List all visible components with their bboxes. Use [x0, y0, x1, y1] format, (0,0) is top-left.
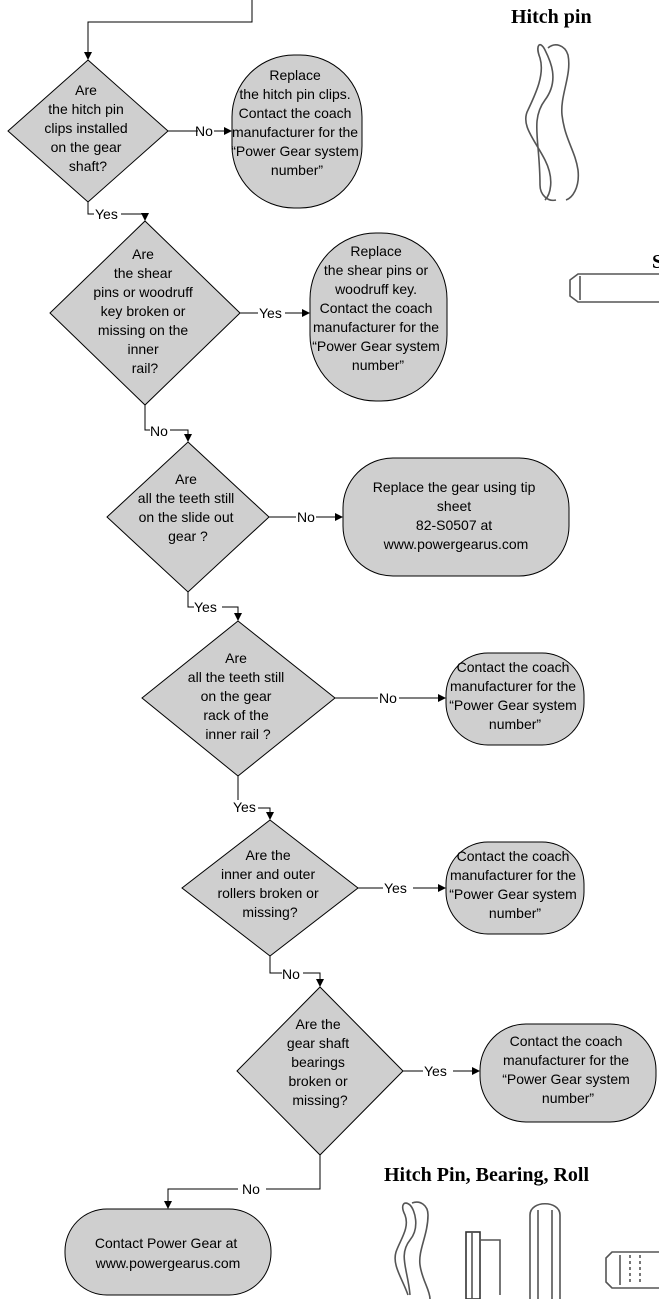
roller-illustration — [529, 1202, 561, 1299]
connector-d3-no-label: No — [297, 509, 315, 525]
action-contact-coach-5-text: Contact the coach manufacturer for the “… — [449, 848, 580, 921]
connector-d3-no-arrow — [335, 513, 343, 521]
action-contact-coach-5 — [445, 841, 585, 935]
action-contact-coach-4-text: Contact the coach manufacturer for the “… — [449, 659, 580, 732]
connector-d2-no-label: No — [150, 423, 168, 439]
connector-d6-no-a — [266, 1155, 321, 1190]
connector-d2-no-a — [144, 405, 150, 431]
decision-gear-shaft-bearings — [236, 986, 404, 1156]
action-replace-shear-pins-text: Replace the shear pins or woodruff key. … — [312, 243, 443, 373]
action-contact-coach-6-text: Contact the coach manufacturer for the “… — [502, 1033, 633, 1106]
decision-rollers-text: Are the inner and outer rollers broken o… — [217, 847, 322, 920]
parts-header: Hitch Pin, Bearing, Roll — [384, 1164, 589, 1186]
connector-d1-yes-arrow — [141, 213, 149, 221]
connector-d3-yes-label: Yes — [194, 599, 217, 615]
decision-hitch-pin-clips-text: Are the hitch pin clips installed on the… — [44, 82, 131, 174]
action-contact-power-gear — [64, 1208, 272, 1296]
connector-d6-yes-arrow — [472, 1067, 480, 1075]
connector-d2-no-arrow — [184, 434, 192, 442]
decision-gear-rack-teeth-text: Are all the teeth still on the gear rack… — [188, 650, 288, 742]
connector-d2-yes-arrow — [302, 309, 310, 317]
connector-d4-no-label: No — [379, 690, 397, 706]
connector-d5-yes-label: Yes — [384, 880, 407, 896]
decision-slide-out-gear-teeth-text: Are all the teeth still on the slide out… — [138, 471, 238, 544]
action-contact-power-gear-text: Contact Power Gear at www.powergearus.co… — [95, 1235, 242, 1271]
action-replace-shear-pins — [309, 232, 448, 402]
action-replace-gear-tip-sheet — [342, 457, 570, 577]
connector-d4-no-arrow — [438, 694, 446, 702]
connector-d6-yes-label: Yes — [424, 1063, 447, 1079]
connector-d5-yes-arrow — [438, 884, 446, 892]
connector-d1-yes-a — [87, 202, 94, 215]
bottom-hitch-pin-illustration — [394, 1201, 431, 1299]
connector-d5-no-a — [269, 956, 282, 974]
decision-shear-pins-text: Are the shear pins or woodruff key broke… — [93, 246, 196, 376]
entry-connector — [87, 0, 253, 55]
hitch-pin-header: Hitch pin — [511, 6, 592, 28]
connector-d5-no-label: No — [282, 966, 300, 982]
connector-d4-yes-arrow — [266, 812, 274, 820]
action-replace-hitch-pin-clips — [231, 54, 363, 209]
connector-d6-no-label: No — [242, 1181, 260, 1197]
decision-gear-shaft-bearings-text: Are the gear shaft bearings broken or mi… — [287, 1016, 353, 1108]
shear-pin-illustration — [569, 273, 659, 303]
connector-d6-no-b — [167, 1188, 238, 1203]
connector-d5-no-b — [303, 972, 321, 981]
connector-d1-no-arrow — [224, 127, 232, 135]
connector-d2-yes-label: Yes — [259, 305, 282, 321]
connector-d3-yes-arrow — [234, 613, 242, 621]
connector-d3-yes-b — [222, 606, 239, 615]
connector-d1-no-label: No — [195, 123, 213, 139]
connector-d1-yes-label: Yes — [95, 206, 118, 222]
connector-d3-yes-a — [187, 592, 194, 608]
connector-d5-no-arrow — [316, 979, 324, 987]
connector-d1-yes-b — [121, 213, 146, 217]
connector-d6-no-arrow — [164, 1201, 172, 1209]
hitch-pin-clip-illustration — [525, 43, 580, 202]
action-contact-coach-4 — [445, 652, 585, 746]
bearing-illustration — [465, 1231, 501, 1299]
action-replace-hitch-pin-clips-text: Replace the hitch pin clips. Contact the… — [231, 67, 362, 178]
connector-d4-yes-label: Yes — [233, 799, 256, 815]
entry-arrowhead — [84, 52, 92, 60]
action-replace-gear-tip-sheet-text: Replace the gear using tip sheet 82-S050… — [373, 479, 540, 552]
shear-pin-header: S — [652, 251, 659, 273]
action-contact-coach-6 — [479, 1023, 657, 1123]
roll-pin-illustration — [605, 1251, 659, 1289]
